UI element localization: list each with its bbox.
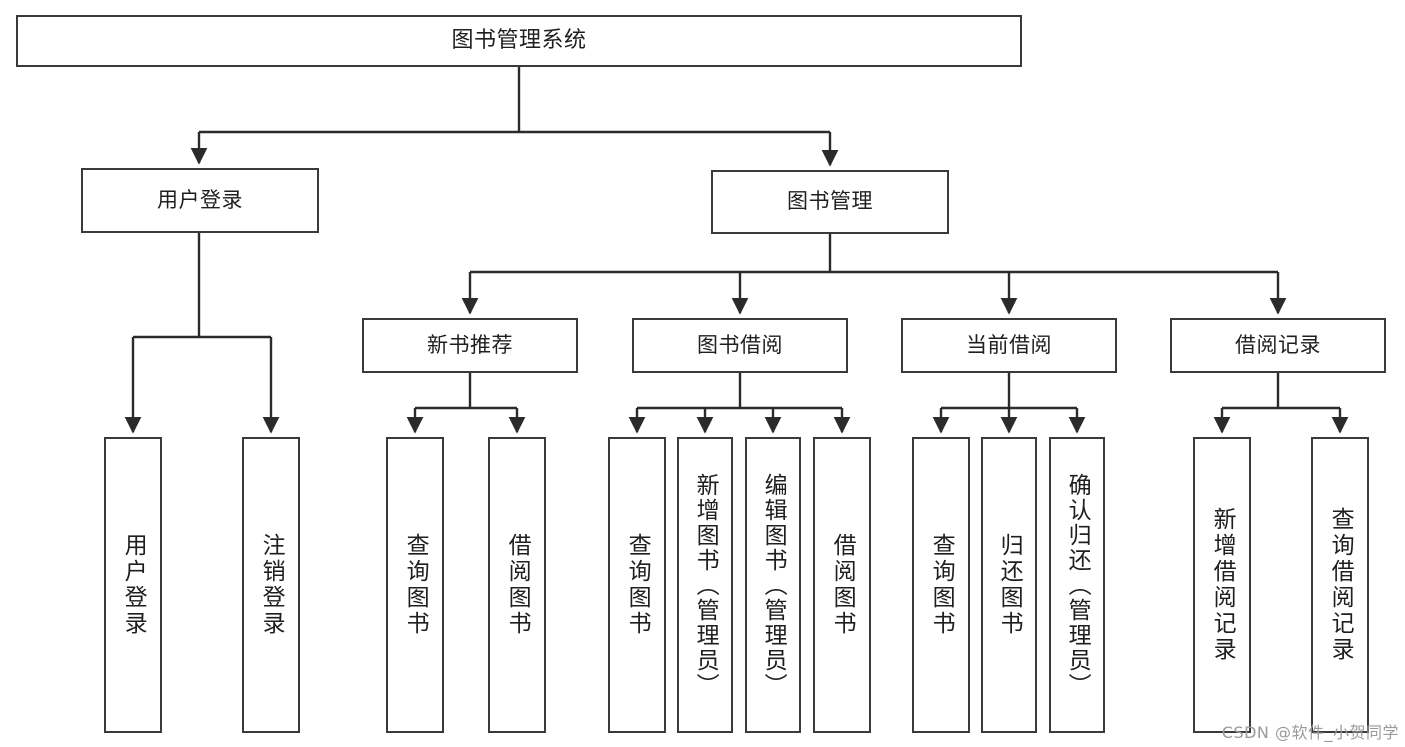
node-label: 图书管理 [787,189,873,214]
node-leaf-borrow-query[interactable]: 查询图书 [608,437,666,733]
node-label: 借阅图书 [504,533,531,637]
node-leaf-records-add[interactable]: 新增借阅记录 [1193,437,1251,733]
node-root-system[interactable]: 图书管理系统 [16,15,1022,67]
node-label: 归还图书 [996,533,1023,637]
node-label: 图书管理系统 [451,27,587,53]
node-leaf-borrow-add-admin[interactable]: 新增图书（管理员） [677,437,733,733]
node-label: 查询图书 [624,533,651,637]
node-label: 注销登录 [258,533,285,637]
node-leaf-newbook-query[interactable]: 查询图书 [386,437,444,733]
node-label: 查询图书 [402,533,429,637]
node-label: 确认归还（管理员） [1064,472,1091,698]
node-leaf-current-return[interactable]: 归还图书 [981,437,1037,733]
node-book-borrow[interactable]: 图书借阅 [632,318,848,373]
node-new-book-recommend[interactable]: 新书推荐 [362,318,578,373]
node-user-login[interactable]: 用户登录 [81,168,319,233]
node-label: 用户登录 [157,187,243,212]
node-leaf-user-login[interactable]: 用户登录 [104,437,162,733]
node-leaf-borrow-borrow[interactable]: 借阅图书 [813,437,871,733]
node-label: 新书推荐 [427,332,513,357]
node-leaf-current-query[interactable]: 查询图书 [912,437,970,733]
node-label: 编辑图书（管理员） [760,472,787,698]
node-label: 查询借阅记录 [1327,507,1354,663]
node-book-management[interactable]: 图书管理 [711,170,949,234]
node-label: 新增借阅记录 [1209,507,1236,663]
node-leaf-borrow-edit-admin[interactable]: 编辑图书（管理员） [745,437,801,733]
node-label: 借阅图书 [829,533,856,637]
node-leaf-records-query[interactable]: 查询借阅记录 [1311,437,1369,733]
node-label: 新增图书（管理员） [692,472,719,698]
node-borrow-records[interactable]: 借阅记录 [1170,318,1386,373]
node-leaf-user-logout[interactable]: 注销登录 [242,437,300,733]
node-label: 当前借阅 [966,332,1052,357]
node-current-borrow[interactable]: 当前借阅 [901,318,1117,373]
node-leaf-newbook-borrow[interactable]: 借阅图书 [488,437,546,733]
node-label: 用户登录 [120,533,147,637]
node-leaf-current-confirm-admin[interactable]: 确认归还（管理员） [1049,437,1105,733]
node-label: 查询图书 [928,533,955,637]
node-label: 图书借阅 [697,332,783,357]
node-label: 借阅记录 [1235,332,1321,357]
watermark-text: CSDN @软件_小贺同学 [1221,723,1399,742]
